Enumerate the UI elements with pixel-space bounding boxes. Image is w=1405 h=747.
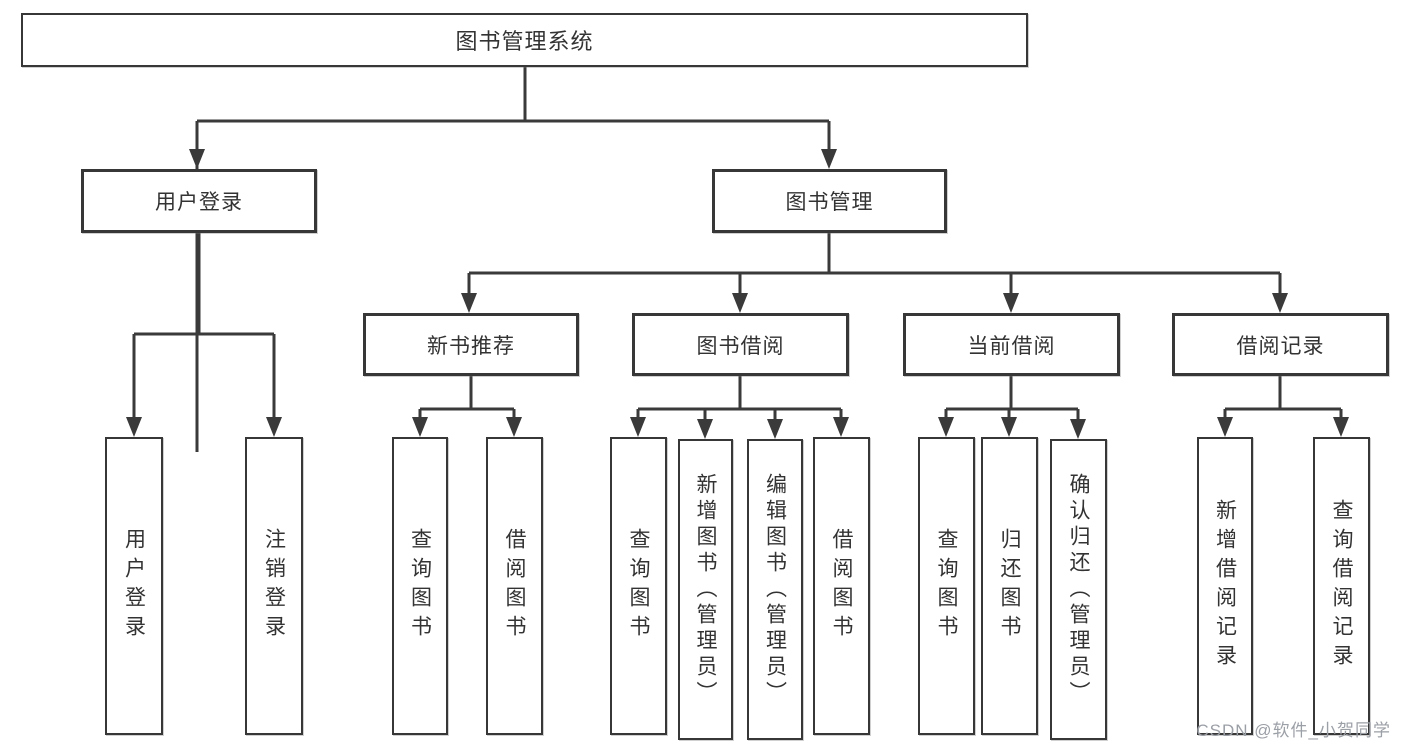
node-new-book-recommend-label: 新书推荐 [427,334,515,358]
leaf-borrowing-add-books-admin: 新增图书（管理员） [678,439,733,740]
node-root-label: 图书管理系统 [455,29,594,54]
leaf-current-query-books: 查询图书 [918,437,975,735]
leaf-borrowing-borrow-books: 借阅图书 [813,437,870,735]
leaf-records-add-record: 新增借阅记录 [1197,437,1253,735]
leaf-user-login: 用户登录 [105,437,163,735]
node-borrowing-records: 借阅记录 [1172,313,1389,376]
leaf-recommend-borrow-books: 借阅图书 [486,437,543,735]
leaf-current-confirm-return-admin-label: 确认归还（管理员） [1067,472,1090,707]
leaf-current-confirm-return-admin: 确认归还（管理员） [1050,439,1107,740]
node-book-borrowing-label: 图书借阅 [696,334,785,358]
watermark: CSDN @软件_小贺同学 [1196,721,1391,740]
node-book-management-label: 图书管理 [785,191,874,214]
leaf-recommend-borrow-books-label: 借阅图书 [503,528,526,644]
node-book-management: 图书管理 [712,169,947,233]
node-user-login: 用户登录 [81,169,317,233]
leaf-borrowing-edit-books-admin: 编辑图书（管理员） [747,439,803,740]
leaf-borrowing-edit-books-admin-label: 编辑图书（管理员） [763,472,787,707]
leaf-user-login-label: 用户登录 [122,528,146,644]
node-root: 图书管理系统 [21,13,1028,67]
leaf-logout: 注销登录 [245,437,303,735]
leaf-current-return-books-label: 归还图书 [998,528,1021,644]
node-current-borrowing-label: 当前借阅 [967,334,1056,358]
leaf-logout-label: 注销登录 [262,528,286,644]
node-current-borrowing: 当前借阅 [903,313,1120,376]
leaf-recommend-query-books: 查询图书 [392,437,448,735]
node-new-book-recommend: 新书推荐 [363,313,579,376]
leaf-borrowing-query-books-label: 查询图书 [627,528,650,644]
leaf-current-return-books: 归还图书 [981,437,1038,735]
node-user-login-label: 用户登录 [155,191,243,214]
leaf-records-query-record: 查询借阅记录 [1313,437,1370,735]
node-borrowing-records-label: 借阅记录 [1236,334,1325,358]
leaf-borrowing-query-books: 查询图书 [610,437,667,735]
leaf-borrowing-add-books-admin-label: 新增图书（管理员） [694,472,717,707]
leaf-records-query-record-label: 查询借阅记录 [1330,499,1353,673]
leaf-records-add-record-label: 新增借阅记录 [1213,499,1237,673]
node-book-borrowing: 图书借阅 [632,313,849,376]
leaf-recommend-query-books-label: 查询图书 [408,528,432,644]
leaf-borrowing-borrow-books-label: 借阅图书 [830,528,853,644]
leaf-current-query-books-label: 查询图书 [935,528,958,644]
